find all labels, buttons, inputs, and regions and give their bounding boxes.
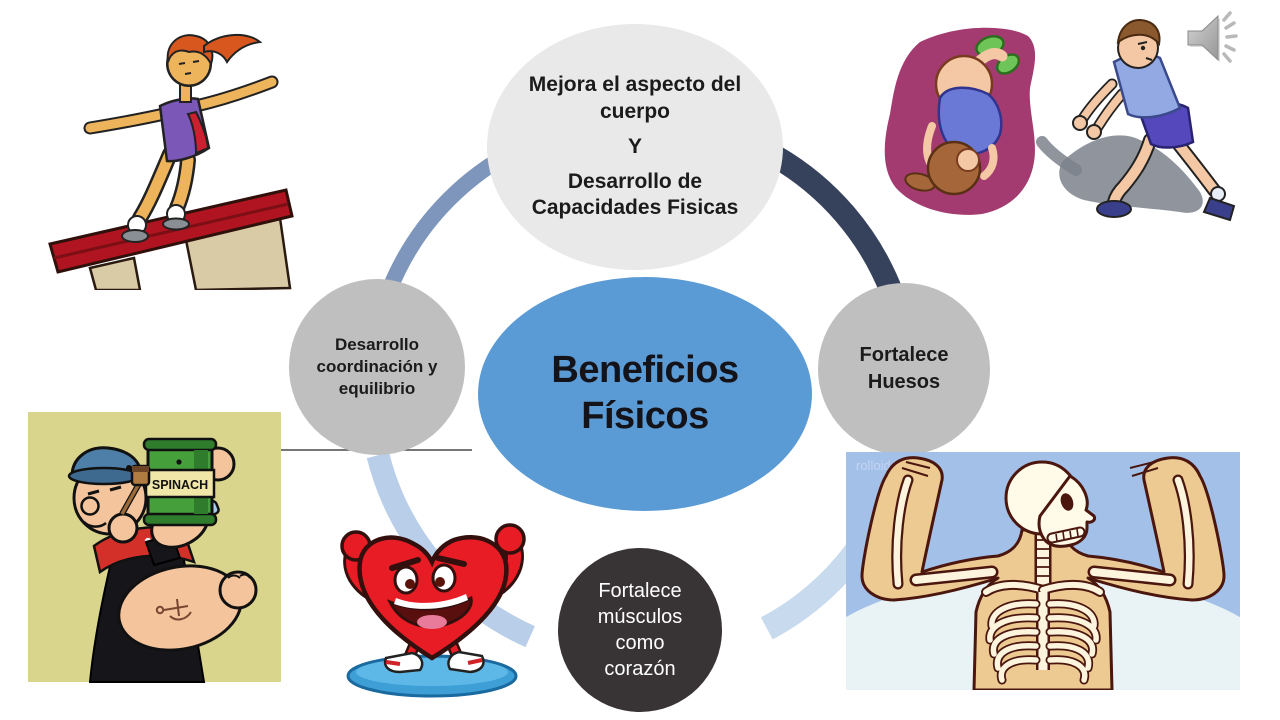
node-coordination: Desarrollo coordinación y equilibrio bbox=[289, 279, 465, 455]
node-top-appearance: Mejora el aspecto del cuerpo Y Desarroll… bbox=[487, 24, 783, 270]
anchor-tattoo bbox=[155, 598, 192, 621]
spinach-can-label: SPINACH bbox=[152, 478, 208, 492]
arc-upper-right bbox=[769, 146, 903, 298]
node-muscles-label: Fortalece músculos como corazón bbox=[597, 580, 683, 680]
node-bones-label: Fortalece Huesos bbox=[859, 344, 949, 393]
tumbling-kids-illustration bbox=[884, 19, 1236, 222]
watermark: rolloid bbox=[856, 458, 891, 473]
node-coordination-label: Desarrollo coordinación y equilibrio bbox=[316, 334, 438, 399]
speaker-icon[interactable] bbox=[1178, 8, 1238, 66]
gymnast-illustration bbox=[48, 33, 294, 290]
node-top-line2: Y bbox=[627, 134, 642, 158]
page-title: Beneficios Físicos bbox=[551, 349, 739, 437]
skeleton-illustration: rolloid bbox=[846, 452, 1240, 690]
popeye-illustration: SPINACH bbox=[28, 412, 281, 683]
muscle-heart-illustration bbox=[340, 523, 526, 698]
diagram-center-title: Beneficios Físicos bbox=[478, 277, 812, 511]
node-muscles: Fortalece músculos como corazón bbox=[558, 548, 722, 712]
spinach-can: SPINACH bbox=[142, 437, 218, 527]
node-top-line1: Mejora el aspecto del cuerpo bbox=[528, 73, 742, 123]
node-top-line3: Desarrollo de Capacidades Fisicas bbox=[531, 170, 739, 220]
node-bones: Fortalece Huesos bbox=[818, 283, 990, 455]
